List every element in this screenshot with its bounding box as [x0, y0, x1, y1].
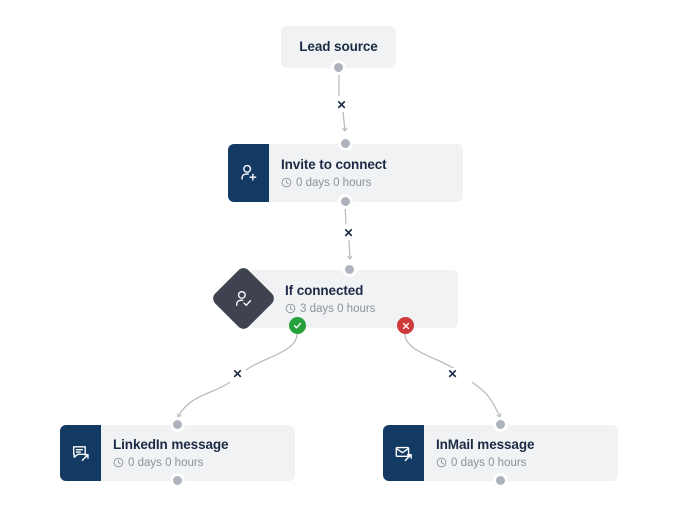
- clock-icon: [285, 303, 296, 314]
- node-if-connected[interactable]: If connected 3 days 0 hours: [248, 270, 458, 328]
- person-check-icon-wrap: [233, 288, 255, 310]
- message-send-icon-box: [60, 425, 101, 481]
- edge-invite-to-condition-path-b: [349, 239, 350, 259]
- node-if-connected-input-port[interactable]: [342, 262, 357, 277]
- node-if-connected-body: If connected 3 days 0 hours: [248, 270, 375, 328]
- check-icon: [293, 322, 302, 329]
- node-inmail-message[interactable]: InMail message 0 days 0 hours: [383, 425, 618, 481]
- node-lead-source-output-port[interactable]: [331, 60, 346, 75]
- node-invite-to-connect-input-port[interactable]: [338, 136, 353, 151]
- clock-icon: [436, 457, 447, 468]
- node-inmail-message-title: InMail message: [436, 436, 535, 452]
- node-invite-to-connect-title: Invite to connect: [281, 156, 387, 172]
- node-invite-to-connect-body: Invite to connect 0 days 0 hours: [269, 144, 387, 202]
- node-linkedin-message[interactable]: LinkedIn message 0 days 0 hours: [60, 425, 295, 481]
- envelope-send-icon: [395, 446, 412, 462]
- edge-condition-no-path: [404, 333, 457, 371]
- envelope-send-icon-box: [383, 425, 424, 481]
- node-inmail-message-input-port[interactable]: [493, 417, 508, 432]
- node-if-connected-diamond[interactable]: [210, 265, 277, 332]
- branch-success-badge[interactable]: [289, 317, 306, 334]
- message-send-icon: [72, 446, 89, 462]
- edge-lead-to-invite-path-b: [343, 111, 345, 131]
- node-linkedin-message-title: LinkedIn message: [113, 436, 229, 452]
- node-if-connected-title: If connected: [285, 282, 364, 298]
- edge-invite-to-condition-delete-button[interactable]: ✕: [342, 226, 355, 240]
- edge-condition-yes-path-b: [178, 381, 231, 417]
- node-linkedin-message-body: LinkedIn message 0 days 0 hours: [101, 425, 229, 481]
- node-invite-to-connect[interactable]: Invite to connect 0 days 0 hours: [228, 144, 463, 202]
- node-linkedin-message-subtitle: 0 days 0 hours: [113, 456, 228, 470]
- edge-condition-yes-delete-button[interactable]: ✕: [231, 367, 244, 381]
- node-inmail-message-subtitle: 0 days 0 hours: [436, 456, 534, 470]
- node-linkedin-message-input-port[interactable]: [170, 417, 185, 432]
- edge-condition-no-path-b: [471, 381, 500, 417]
- node-invite-to-connect-subtitle: 0 days 0 hours: [281, 176, 387, 190]
- node-invite-to-connect-duration: 0 days 0 hours: [296, 176, 372, 189]
- person-check-icon: [236, 290, 252, 306]
- branch-failure-badge[interactable]: [397, 317, 414, 334]
- edge-condition-yes-path: [245, 333, 298, 371]
- node-invite-to-connect-output-port[interactable]: [338, 194, 353, 209]
- node-inmail-message-output-port[interactable]: [493, 473, 508, 488]
- close-icon: [402, 322, 409, 329]
- clock-icon: [281, 177, 292, 188]
- node-linkedin-message-output-port[interactable]: [170, 473, 185, 488]
- edge-lead-to-invite-delete-button[interactable]: ✕: [335, 98, 348, 112]
- node-linkedin-message-duration: 0 days 0 hours: [128, 456, 204, 469]
- node-if-connected-duration: 3 days 0 hours: [300, 302, 376, 315]
- node-if-connected-subtitle: 3 days 0 hours: [285, 302, 375, 316]
- node-inmail-message-body: InMail message 0 days 0 hours: [424, 425, 535, 481]
- edge-condition-no-delete-button[interactable]: ✕: [446, 367, 459, 381]
- clock-icon: [113, 457, 124, 468]
- person-add-icon-box: [228, 144, 269, 202]
- node-lead-source-title: Lead source: [299, 39, 378, 54]
- person-add-icon: [240, 164, 256, 181]
- node-inmail-message-duration: 0 days 0 hours: [451, 456, 527, 469]
